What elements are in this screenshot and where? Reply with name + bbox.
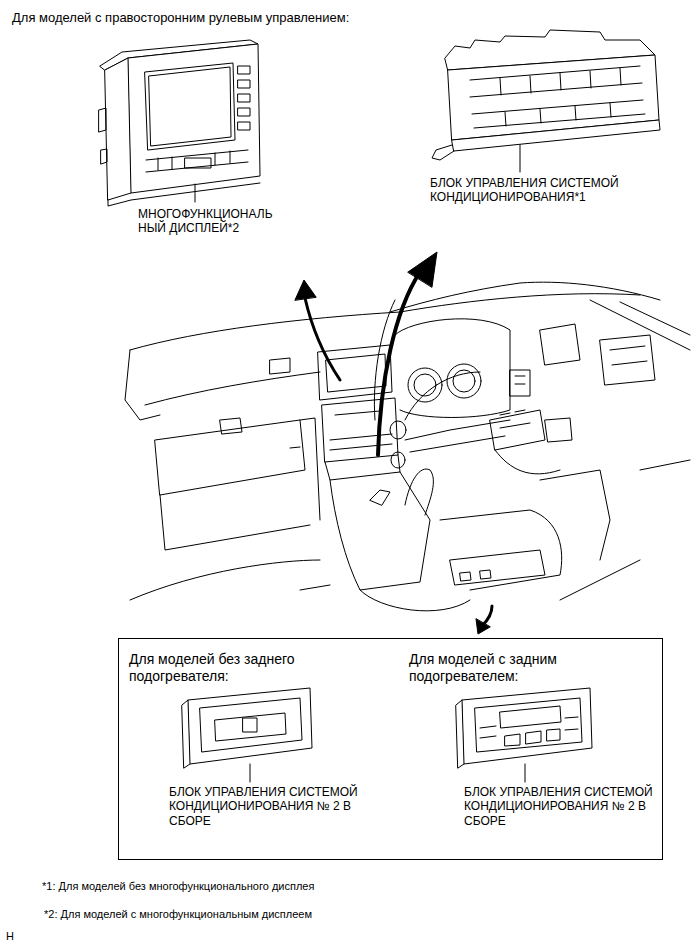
rear-control-unit (182, 688, 592, 782)
condition-note: Для моделей с задним подогревателем: (409, 651, 644, 685)
footnote: *1: Для моделей без многофункционального… (42, 880, 314, 893)
footnote: *2: Для моделей с многофункциональным ди… (44, 908, 312, 921)
part-name: БЛОК УПРАВЛЕНИЯ СИСТЕМОЙ КОНДИЦИОНИРОВАН… (464, 785, 654, 828)
part-name: БЛОК УПРАВЛЕНИЯ СИСТЕМОЙ КОНДИЦИОНИРОВАН… (169, 785, 359, 828)
condition-note: Для моделей без заднего подогревателя: (129, 651, 364, 685)
display-unit (99, 40, 260, 206)
variant-panel: Для моделей без заднего подогревателя: БЛ… (118, 638, 663, 860)
part-name: БЛОК УПРАВЛЕНИЯ СИСТЕМОЙ КОНДИЦИОНИРОВАН… (430, 176, 660, 205)
ac-control-panel (432, 30, 660, 172)
dashboard-illustration (125, 282, 690, 611)
part-name: МНОГОФУНКЦИОНАЛЬНЫЙ ДИСПЛЕЙ*2 (138, 207, 273, 236)
figure-code: H (6, 930, 14, 943)
title: Для моделей с правосторонним рулевым упр… (12, 10, 349, 26)
